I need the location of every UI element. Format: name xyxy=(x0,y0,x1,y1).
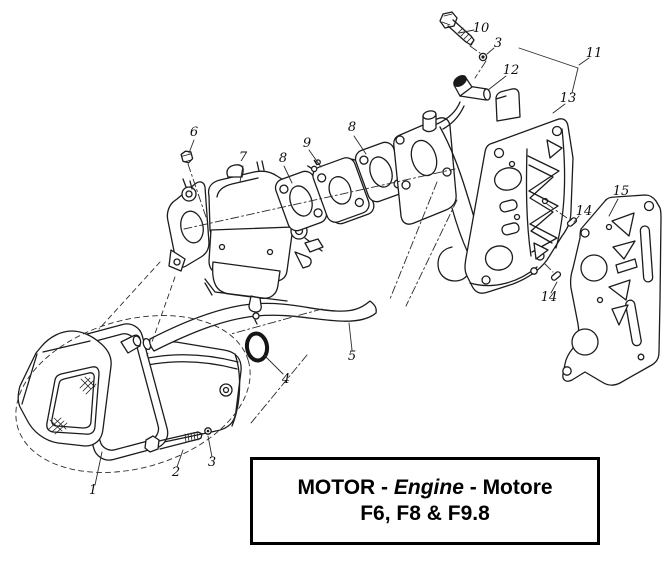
part-nut-small xyxy=(204,427,212,435)
part-washer-top xyxy=(478,52,488,62)
part-manifold-gasket xyxy=(562,194,662,386)
callout-10: 10 xyxy=(473,21,490,36)
title-engine-italic: Engine xyxy=(393,475,464,499)
part-nut-flange xyxy=(180,150,194,164)
callout-5: 5 xyxy=(348,349,356,364)
part-hose xyxy=(149,300,377,352)
part-spacer xyxy=(307,157,375,225)
part-bolt-long xyxy=(144,431,203,453)
callout-13: 13 xyxy=(560,91,577,106)
centerline-guides xyxy=(183,45,568,424)
callout-7: 7 xyxy=(239,150,248,165)
title-line-2: F6, F8 & F9.8 xyxy=(360,502,490,525)
callout-3: 3 xyxy=(208,455,216,470)
part-carburetor xyxy=(166,160,324,325)
title-motor: MOTOR - xyxy=(297,475,394,499)
callout-14-top: 14 xyxy=(576,204,593,219)
callout-1: 1 xyxy=(89,483,97,498)
callout-11: 11 xyxy=(586,46,603,61)
callout-leader-lines xyxy=(94,29,619,486)
part-dowel-pin-bottom xyxy=(550,271,562,281)
callout-labels: 1 2 3 4 5 6 7 8 9 8 10 3 12 11 13 14 15 … xyxy=(89,21,629,498)
dashed-guides xyxy=(15,261,251,473)
callout-6: 6 xyxy=(190,125,198,140)
callout-8-left: 8 xyxy=(279,151,287,166)
callout-12: 12 xyxy=(503,63,520,78)
callout-8-right: 8 xyxy=(348,120,356,135)
part-dowel-pin-top xyxy=(566,217,578,227)
callout-3-top: 3 xyxy=(494,36,502,51)
callout-2: 2 xyxy=(171,465,180,480)
callout-14-bottom: 14 xyxy=(541,290,558,305)
mesh-hatch xyxy=(48,376,97,435)
title-motore: - Motore xyxy=(463,475,553,499)
title-box: MOTOR - Engine - Motore F6, F8 & F9.8 xyxy=(250,457,600,545)
part-bolt-top xyxy=(439,11,475,46)
callout-9: 9 xyxy=(303,136,311,151)
callout-15: 15 xyxy=(613,184,630,199)
part-o-ring xyxy=(244,331,270,363)
title-line-1: MOTOR - Engine - Motore xyxy=(297,475,552,501)
part-silencer-body xyxy=(17,323,242,461)
part-intake-manifold xyxy=(393,88,574,294)
part-gasket-left xyxy=(274,170,328,232)
part-elbow-fitting xyxy=(453,75,491,101)
callout-4: 4 xyxy=(281,372,290,387)
